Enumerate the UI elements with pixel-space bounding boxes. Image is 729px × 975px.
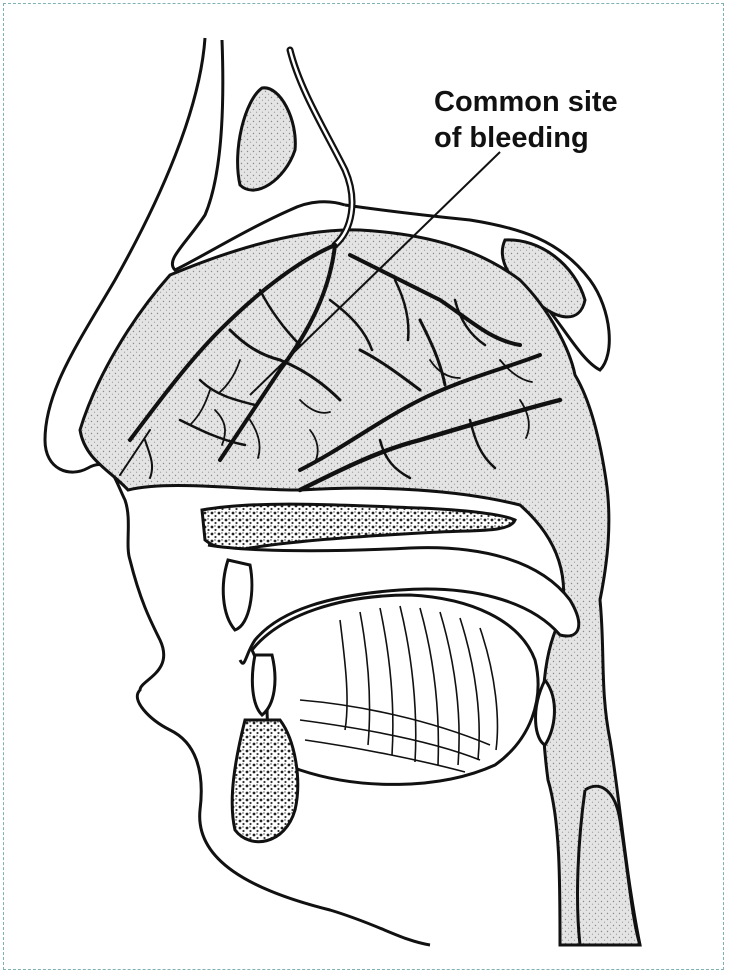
bleeding-site-label-line-2: of bleeding	[434, 120, 674, 156]
bleeding-site-label: Common site of bleeding	[434, 84, 674, 156]
hard-palate	[202, 504, 515, 550]
bleeding-site-label-line-1: Common site	[434, 84, 674, 120]
frontal-sinus	[238, 88, 296, 190]
mandible	[232, 720, 298, 842]
